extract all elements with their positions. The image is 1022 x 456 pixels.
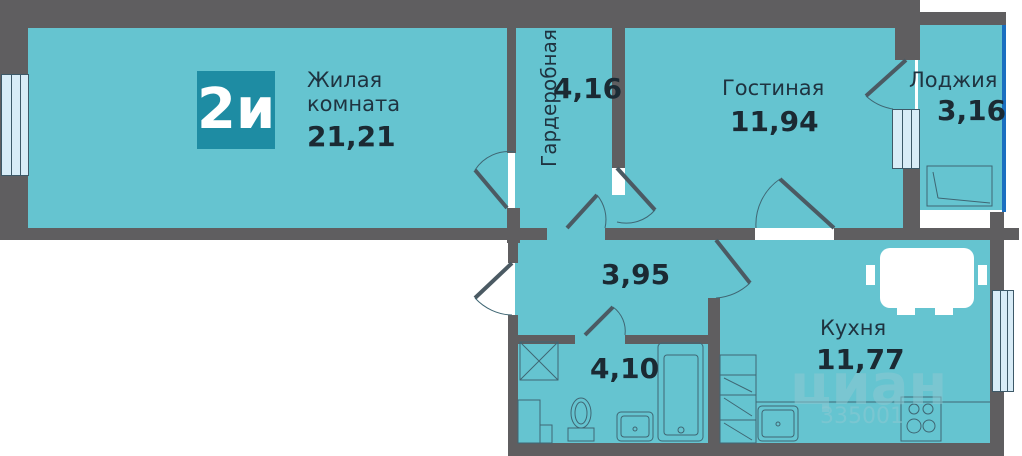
- wall-hallway-left-lower: [508, 315, 518, 456]
- loggia-label: Лоджия: [909, 68, 998, 92]
- lounge-label: Гостиная: [722, 76, 825, 100]
- door-living-room: [473, 168, 509, 210]
- living-room-label-line2: комната: [307, 92, 401, 116]
- loggia-area: 3,16: [937, 94, 1007, 127]
- wall-wardrobe-bottom-right: [605, 228, 755, 240]
- wall-lounge-loggia-top: [895, 28, 920, 60]
- loggia-floor: [918, 25, 1006, 210]
- wardrobe-area: 4,16: [553, 72, 623, 105]
- wall-right-top: [1006, 12, 1018, 212]
- window-kitchen: [992, 290, 1014, 392]
- door-lounge-wardrobe: [615, 166, 657, 212]
- wall-hallway-left-upper: [508, 228, 518, 263]
- wall-top-loggia: [918, 12, 1006, 25]
- kitchen-area: 11,77: [816, 343, 905, 376]
- wall-bath-top-left: [515, 335, 575, 344]
- hallway-area: 3,95: [601, 258, 671, 291]
- door-kitchen: [714, 238, 752, 285]
- loggia-glazing: [1002, 25, 1006, 212]
- lounge-area: 11,94: [730, 105, 819, 138]
- living-room-label-line1: Жилая: [307, 68, 383, 92]
- wall-living-wardrobe-upper: [507, 28, 516, 153]
- hallway-floor: [515, 228, 715, 338]
- kitchen-label: Кухня: [820, 316, 887, 340]
- window-living-room: [1, 74, 29, 176]
- lounge-floor: [625, 28, 915, 228]
- wall-top-left: [0, 0, 920, 28]
- door-wardrobe: [565, 193, 599, 230]
- door-bathroom: [583, 305, 615, 337]
- wall-lounge-bottom: [834, 228, 1019, 240]
- watermark-brand: циан: [790, 353, 948, 418]
- wall-bottom: [508, 443, 1004, 456]
- apartment-type-badge: 2и: [197, 71, 275, 149]
- wall-bath-top-right: [625, 335, 715, 344]
- wall-lounge-loggia: [903, 165, 920, 235]
- window-lounge: [892, 109, 920, 169]
- wall-wardrobe-lounge: [612, 28, 625, 168]
- bathroom-area: 4,10: [590, 352, 660, 385]
- door-lounge: [778, 177, 836, 230]
- door-loggia: [864, 58, 908, 98]
- dining-table: [880, 248, 974, 308]
- living-room-area: 21,21: [307, 120, 396, 153]
- wall-bottom-living: [0, 228, 520, 240]
- watermark-id: 335001: [820, 404, 904, 429]
- door-entrance: [473, 261, 514, 300]
